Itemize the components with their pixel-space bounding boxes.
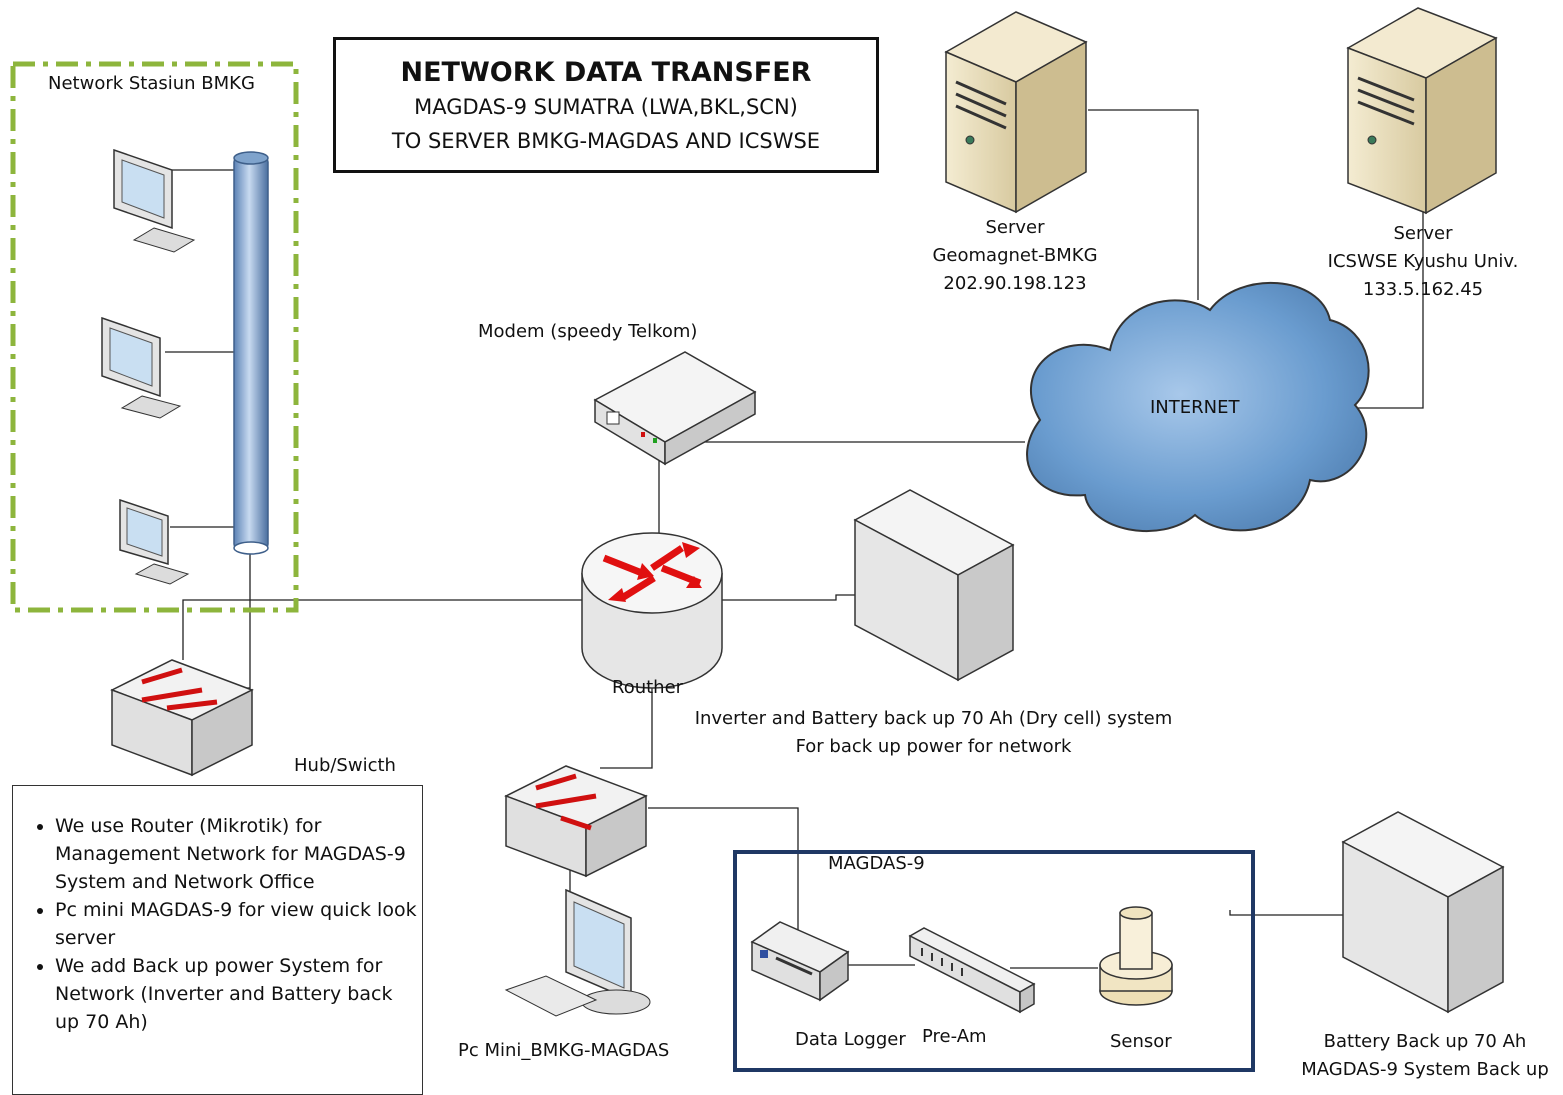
hub-switch-icon [110,659,254,777]
sensor-icon [1099,906,1173,1006]
server-bmkg-line1: Server [985,217,1045,238]
backbone-pipe [233,151,269,555]
sensor-label: Sensor [1110,1031,1172,1052]
network-group-label: Network Stasiun BMKG [48,73,255,94]
pc-mini-label: Pc Mini_BMKG-MAGDAS [458,1040,670,1061]
notes-list: We use Router (Mikrotik) for Management … [13,812,422,1036]
preamp-label: Pre-Am [922,1026,987,1047]
modem-icon [593,351,757,466]
inverter-line1: Inverter and Battery back up 70 Ah (Dry … [694,708,1173,729]
router-label: Routher [612,677,684,698]
notes-box: We use Router (Mikrotik) for Management … [12,785,423,1095]
diagram-subtitle-line1: MAGDAS-9 SUMATRA (LWA,BKL,SCN) [414,95,798,119]
server-icswse-label: Server ICSWSE Kyushu Univ. 133.5.162.45 [1318,220,1528,304]
hub-switch-icon [504,765,648,878]
server-bmkg-ip: 202.90.198.123 [943,273,1087,294]
server-bmkg-line2: Geomagnet-BMKG [932,245,1098,266]
battery-box-icon [1341,811,1505,1014]
internet-label: INTERNET [1150,397,1240,418]
server-bmkg-label: Server Geomagnet-BMKG 202.90.198.123 [925,214,1105,298]
preamp-icon [908,927,1036,1014]
inverter-box-icon [853,489,1015,682]
data-logger-label: Data Logger [795,1029,906,1050]
hub-label: Hub/Swicth [294,755,396,776]
inverter-label: Inverter and Battery back up 70 Ah (Dry … [686,705,1181,761]
battery-line1: Battery Back up 70 Ah [1323,1031,1527,1052]
battery-label: Battery Back up 70 Ah MAGDAS-9 System Ba… [1290,1028,1560,1084]
server-icswse-line1: Server [1393,223,1453,244]
server-icswse-ip: 133.5.162.45 [1362,279,1484,300]
diagram-subtitle-line2: TO SERVER BMKG-MAGDAS AND ICSWSE [391,129,821,153]
data-logger-icon [750,921,850,1002]
diagram-title: NETWORK DATA TRANSFER [400,57,812,88]
note-item: Pc mini MAGDAS-9 for view quick look ser… [55,896,422,952]
modem-label: Modem (speedy Telkom) [478,321,698,342]
inverter-line2: For back up power for network [795,736,1072,757]
server-icon [944,11,1088,214]
magdas-box-border [733,850,1255,1072]
monitor-icon [101,316,182,419]
internet-cloud-icon [1026,281,1370,533]
router-icon [581,532,723,689]
monitor-icon [119,498,190,585]
note-item: We use Router (Mikrotik) for Management … [55,812,422,896]
note-item: We add Back up power System for Network … [55,952,422,1036]
pc-mini-icon [504,888,651,1017]
battery-line2: MAGDAS-9 System Back up [1301,1059,1549,1080]
monitor-icon [113,148,196,253]
server-icswse-line2: ICSWSE Kyushu Univ. [1327,251,1519,272]
title-box: NETWORK DATA TRANSFER MAGDAS-9 SUMATRA (… [333,37,879,173]
network-group-border [10,61,299,613]
server-icon [1346,7,1498,215]
magdas-box-label: MAGDAS-9 [828,853,925,874]
